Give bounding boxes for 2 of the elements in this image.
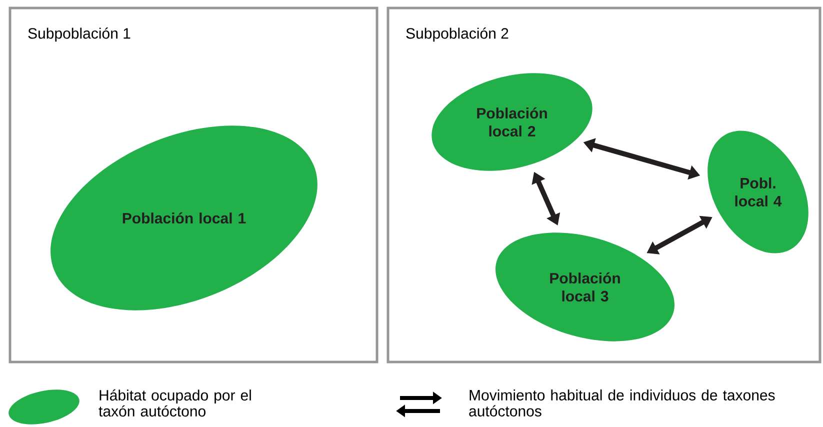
legend-text: Movimiento habitual de individuos de taxones autóctonos bbox=[469, 389, 775, 416]
legend-text: Hábitat ocupado por el taxón autóctono bbox=[98, 389, 251, 417]
